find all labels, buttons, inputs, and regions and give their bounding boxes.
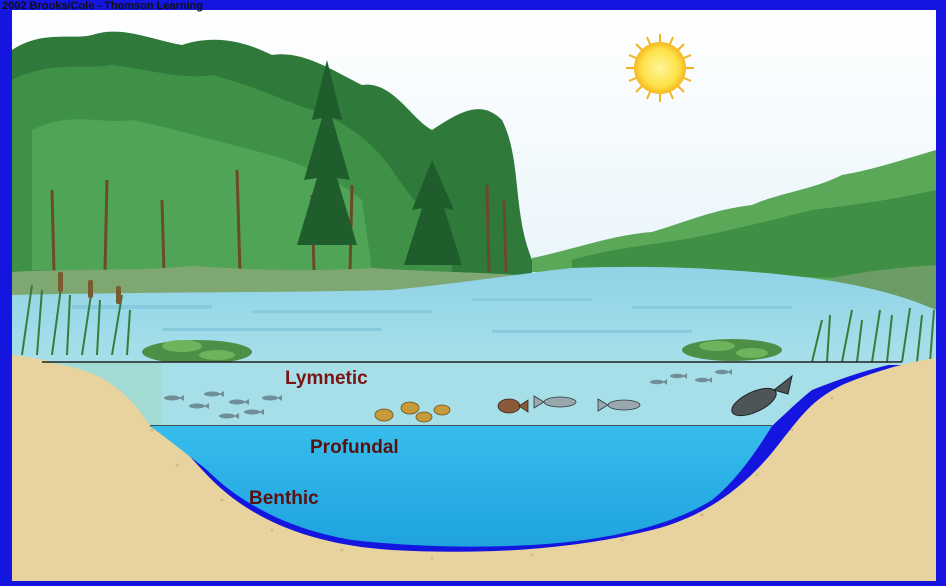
sun-icon	[626, 34, 694, 102]
copyright-text: 2002 Brooks/Cole - Thomson Learning	[2, 0, 203, 12]
benthic-label: Benthic	[249, 488, 319, 510]
lymnetic-label: Lymnetic	[285, 368, 368, 390]
profundal-label: Profundal	[310, 437, 399, 459]
lake-zones-illustration	[12, 10, 936, 581]
